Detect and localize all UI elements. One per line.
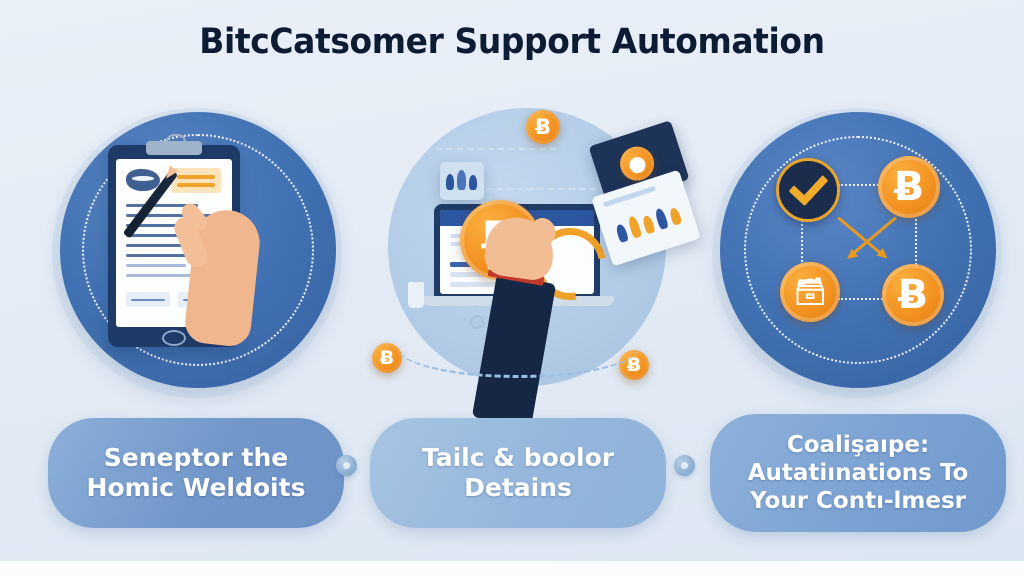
side-window-icon (440, 162, 484, 200)
connector-dot-1 (336, 455, 357, 476)
bitcoin-coin-top-right: Ƀ (878, 156, 940, 218)
wallet-coin-icon: 🗃 (780, 262, 840, 322)
clipboard-clasp-icon (146, 134, 202, 155)
cup-icon (408, 282, 424, 308)
step-1-caption[interactable]: Seneptor the Homic Weldoits (48, 418, 344, 528)
step-3-caption-line-2: Autatiınations To (747, 459, 969, 486)
dashed-arc (396, 315, 640, 378)
step-1-circle (60, 112, 336, 388)
bitcoin-coin-bottom-right: Ƀ (882, 264, 944, 326)
step-1-caption-line-2: Homic Weldoits (86, 473, 306, 502)
device-home-button (162, 330, 186, 346)
step-1-illustration (52, 108, 342, 398)
dashed-line-mid (486, 188, 606, 190)
step-1-dotted-ring (82, 134, 314, 366)
background-bottom-strip (0, 561, 1024, 576)
step-3-dotted-ring (744, 136, 972, 364)
node-connector-top (838, 184, 910, 186)
checkmark-icon (776, 158, 840, 222)
bitcoin-coin-small-top: Ƀ (526, 110, 560, 144)
page-title: BitcCatsomer Support Automation (199, 22, 825, 62)
step-1-caption-line-1: Seneptor the (103, 442, 289, 472)
node-connector-bottom (838, 298, 910, 300)
connector-dot-2 (674, 455, 695, 476)
step-3-circle: Ƀ 🗃 Ƀ (720, 112, 996, 388)
form-logo-icon (126, 169, 160, 191)
step-2-caption-line-2: Detains (464, 473, 572, 502)
step-2-caption[interactable]: Tailc & boolor Detains (370, 418, 666, 528)
highlight-field-icon (171, 168, 221, 193)
step-3-illustration: Ƀ 🗃 Ƀ (712, 108, 1002, 398)
dashed-line-top (436, 148, 556, 150)
step-3-caption-line-1: Coalişaıpe: (786, 431, 930, 458)
step-2-illustration: Ƀ ● Ƀ Ƀ Ƀ (372, 100, 701, 428)
step-3-caption-line-3: Your Contı-lmesr (749, 488, 966, 515)
step-3-caption[interactable]: Coalişaıpe: Autatiınations To Your Contı… (710, 414, 1006, 532)
step-2-caption-line-1: Tailc & boolor (421, 442, 615, 472)
signature-box-1 (126, 292, 170, 307)
